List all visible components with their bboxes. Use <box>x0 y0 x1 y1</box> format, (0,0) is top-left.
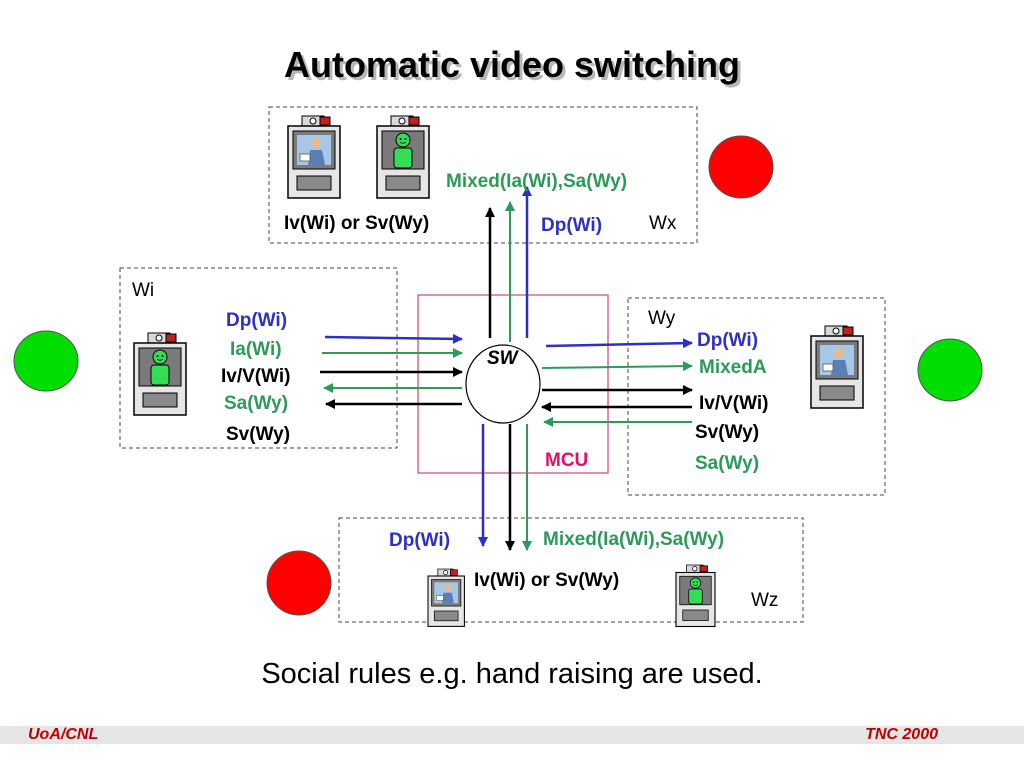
wy-label-sv: Sv(Wy) <box>695 422 760 443</box>
footer-bar <box>0 726 1024 744</box>
mcu-box <box>417 294 609 474</box>
monitor-icon <box>287 115 341 199</box>
wz-mixed-label: Mixed(Ia(Wi),Sa(Wy) <box>543 529 725 550</box>
wi-label-sa: Sa(Wy) <box>224 393 289 414</box>
avatar-icon <box>675 564 716 628</box>
status-light-icon <box>266 550 332 616</box>
station-box-wy <box>627 297 886 496</box>
station-box-wx <box>268 106 698 244</box>
wz-station-name: Wz <box>751 590 779 611</box>
wx-output-label: Iv(Wi) or Sv(Wy) <box>284 213 430 234</box>
monitor-icon <box>810 325 864 409</box>
wi-label-dp: Dp(Wi) <box>226 310 288 331</box>
wz-output-label: Iv(Wi) or Sv(Wy) <box>474 570 620 591</box>
arrow-from-wi-dp <box>324 333 463 344</box>
arrow-to-wy-dp <box>545 338 693 349</box>
caption: Social rules e.g. hand raising are used. <box>261 658 763 690</box>
station-box-wz <box>338 517 804 623</box>
avatar-icon <box>376 115 430 199</box>
wy-label-mixed: MixedA <box>699 357 767 378</box>
station-box-wi <box>119 267 398 449</box>
avatar-icon <box>133 332 187 416</box>
wy-label-iv: Iv/V(Wi) <box>699 393 769 414</box>
wx-dp-label: Dp(Wi) <box>541 215 603 236</box>
wi-label-ia: Ia(Wi) <box>230 339 282 360</box>
arrow-to-wy-audio <box>541 361 693 372</box>
wi-label-sv: Sv(Wy) <box>226 424 291 445</box>
status-light-icon <box>708 135 774 199</box>
monitor-icon <box>427 568 465 627</box>
wi-station-name: Wi <box>132 280 155 301</box>
status-light-icon <box>13 330 79 392</box>
wy-station-name: Wy <box>648 308 676 329</box>
wx-mixed-label: Mixed(Ia(Wi),Sa(Wy) <box>446 171 628 192</box>
footer-left: UoA/CNL <box>28 726 99 743</box>
wz-dp-label: Dp(Wi) <box>389 530 451 551</box>
wx-station-name: Wx <box>649 213 677 234</box>
switch-node <box>465 344 541 424</box>
mcu-label: MCU <box>545 450 589 471</box>
status-light-icon <box>917 338 983 402</box>
wi-label-iv: Iv/V(Wi) <box>221 366 291 387</box>
footer-right: TNC 2000 <box>865 726 938 743</box>
switch-label: SW <box>487 348 518 369</box>
wy-label-sa: Sa(Wy) <box>695 453 760 474</box>
page-title: Automatic video switching <box>283 44 741 85</box>
wy-label-dp: Dp(Wi) <box>697 330 759 351</box>
